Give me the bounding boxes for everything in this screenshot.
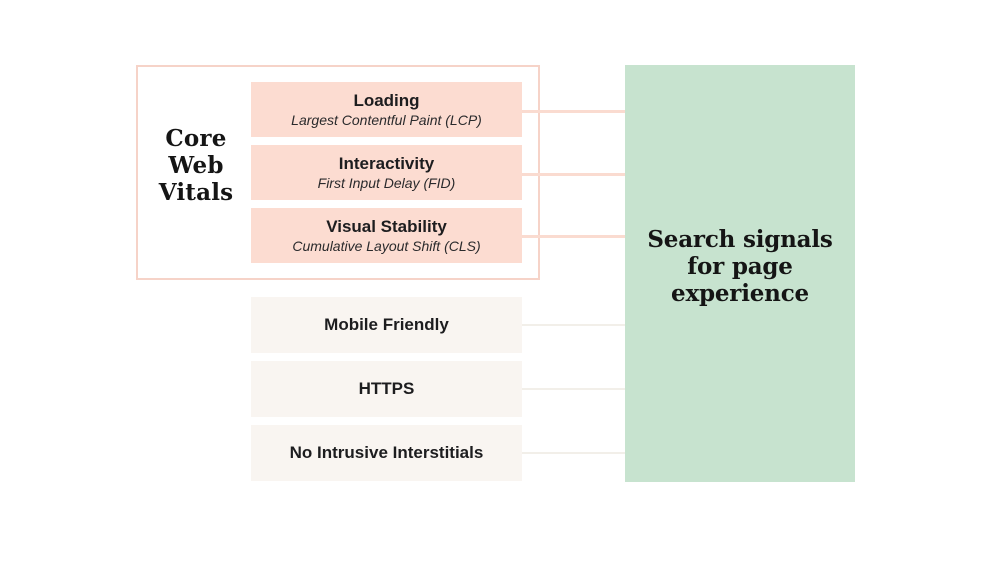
vital-card-loading: Loading Largest Contentful Paint (LCP) [251, 82, 522, 137]
connector-line-interactivity [522, 173, 625, 176]
vital-title: Visual Stability [326, 217, 447, 236]
vital-subtitle: Cumulative Layout Shift (CLS) [292, 238, 481, 254]
connector-line-no-intrusive-interstitials [522, 452, 625, 454]
vital-subtitle: First Input Delay (FID) [317, 175, 456, 191]
signal-label: HTTPS [358, 379, 415, 398]
search-signals-title-line: Search signals [647, 226, 833, 253]
vital-title: Interactivity [338, 154, 435, 173]
signal-label: No Intrusive Interstitials [289, 443, 484, 462]
vital-title: Loading [353, 91, 420, 110]
core-web-vitals-group-box [136, 65, 540, 280]
connector-line-mobile-friendly [522, 324, 625, 326]
vital-subtitle: Largest Contentful Paint (LCP) [291, 112, 482, 128]
signal-label: Mobile Friendly [324, 315, 449, 334]
search-signals-panel-title: Search signals for page experience [635, 226, 845, 307]
vital-card-visual-stability: Visual Stability Cumulative Layout Shift… [251, 208, 522, 263]
core-web-vitals-label-line: Core [165, 125, 227, 152]
connector-line-visual-stability [522, 235, 625, 238]
search-signals-panel: Search signals for page experience [625, 65, 855, 482]
signal-card-https: HTTPS [251, 361, 522, 417]
signal-card-no-intrusive-interstitials: No Intrusive Interstitials [251, 425, 522, 481]
vital-card-interactivity: Interactivity First Input Delay (FID) [251, 145, 522, 200]
core-web-vitals-label: Core Web Vitals [141, 125, 251, 206]
connector-line-https [522, 388, 625, 390]
core-web-vitals-label-line: Vitals [158, 179, 234, 206]
search-signals-title-line: experience [671, 280, 809, 307]
core-web-vitals-label-line: Web [168, 152, 224, 179]
signal-card-mobile-friendly: Mobile Friendly [251, 297, 522, 353]
search-signals-title-line: for page [687, 253, 793, 280]
connector-line-loading [522, 110, 625, 113]
